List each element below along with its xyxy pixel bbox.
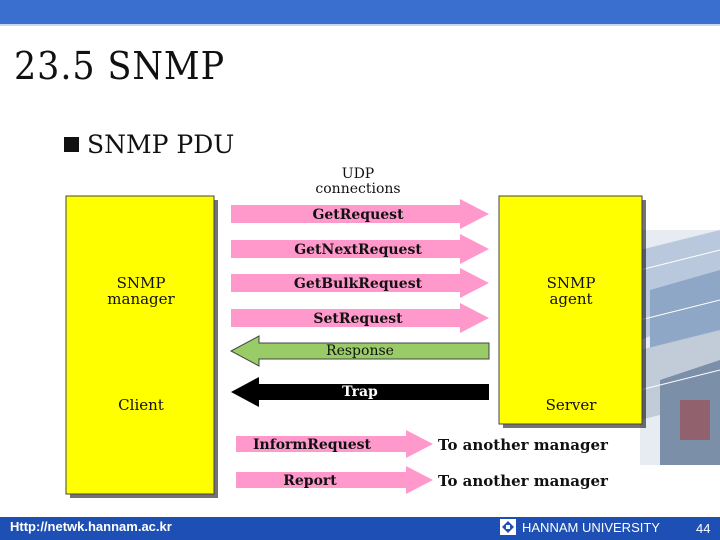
- arrow-label-report: Report: [283, 473, 337, 489]
- arrow-label-getbulkrequest: GetBulkRequest: [294, 276, 423, 292]
- page-number: 44: [696, 521, 710, 536]
- agent-server-label: Server: [546, 396, 598, 414]
- arrow-label-informrequest: InformRequest: [253, 437, 372, 453]
- to-another-manager-label-1: To another manager: [438, 436, 609, 454]
- manager-label-line2: manager: [107, 290, 175, 308]
- snmp-manager-box: [66, 196, 214, 494]
- agent-label-line2: agent: [549, 290, 592, 308]
- arrow-getrequest: GetRequest: [231, 199, 489, 229]
- arrow-label-trap: Trap: [342, 384, 378, 400]
- arrow-report: Report: [236, 466, 433, 494]
- snmp-agent-box: [499, 196, 642, 424]
- arrow-label-getrequest: GetRequest: [312, 207, 404, 223]
- udp-label-line1: UDP: [342, 166, 374, 182]
- to-another-manager-label-2: To another manager: [438, 472, 609, 490]
- university-logo-icon: [500, 519, 516, 535]
- manager-client-label: Client: [118, 396, 164, 414]
- arrow-informrequest: InformRequest: [236, 430, 433, 458]
- footer-university-name: HANNAM UNIVERSITY: [522, 520, 660, 535]
- arrow-response: Response: [231, 336, 489, 366]
- footer-url-link[interactable]: Http://netwk.hannam.ac.kr: [10, 519, 172, 534]
- arrow-setrequest: SetRequest: [231, 303, 489, 333]
- arrow-label-getnextrequest: GetNextRequest: [294, 242, 422, 258]
- arrow-getnextrequest: GetNextRequest: [231, 234, 489, 264]
- arrow-trap: Trap: [231, 377, 489, 407]
- arrow-label-response: Response: [326, 343, 394, 359]
- arrow-getbulkrequest: GetBulkRequest: [231, 268, 489, 298]
- arrow-label-setrequest: SetRequest: [313, 311, 403, 327]
- udp-label-line2: connections: [315, 181, 400, 197]
